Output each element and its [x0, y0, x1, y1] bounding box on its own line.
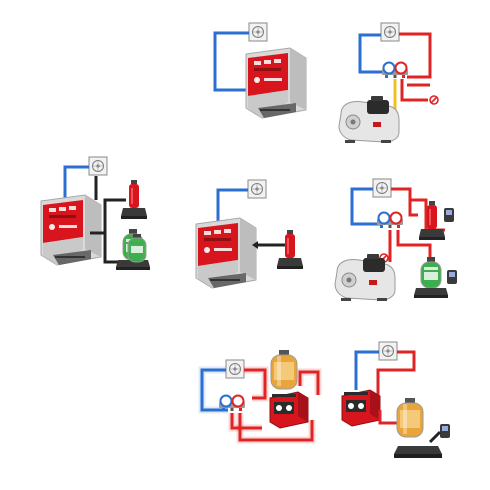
tank-hose [298, 370, 320, 395]
recovery-tank-icon [396, 397, 424, 438]
panel-recovery-scale [341, 341, 450, 458]
panel-recovery [198, 349, 322, 444]
suction-hose [213, 31, 249, 92]
outdoor-unit-icon [248, 22, 268, 42]
arrow-left-icon [252, 241, 258, 249]
panel-vacuum-evacuation [338, 22, 439, 144]
panel-ac-to-service-unit [213, 22, 307, 119]
return-hose [238, 413, 314, 442]
transfer-hose [230, 413, 262, 430]
refrigerant-bottle-icon [419, 201, 445, 240]
tank-hose [378, 410, 400, 425]
recovery-unit-icon [269, 391, 309, 429]
pressure-hose [391, 187, 418, 217]
scale-display-icon [440, 424, 450, 438]
pressure-hose [244, 368, 267, 400]
nitrogen-bottle-icon-2 [127, 234, 147, 263]
recovery-tank-icon [270, 349, 298, 390]
manifold-gauge-icon [381, 61, 409, 79]
panel-vacuum-and-charge [334, 178, 457, 302]
scale-icon [394, 446, 442, 458]
recovery-unit-icon [341, 389, 381, 427]
suction-hose [354, 350, 379, 390]
manifold-gauge-icon [376, 211, 404, 229]
suction-hose [200, 368, 228, 412]
no-entry-icon [429, 95, 439, 105]
suction-hose [63, 165, 89, 204]
refrigerant-bottle-icon [277, 230, 303, 269]
outdoor-unit-icon [380, 22, 400, 42]
panel-service-unit-bottle [195, 179, 303, 289]
pressure-hose [376, 350, 416, 395]
service-unit-icon [245, 47, 307, 119]
suction-hose [358, 33, 386, 74]
vacuum-pump-icon [338, 95, 400, 144]
outdoor-unit-icon [225, 359, 245, 379]
pressure-hose [400, 79, 428, 102]
scale-cable [428, 430, 442, 444]
scale-display-icon [447, 270, 457, 284]
bottle-hose-upper [90, 198, 126, 235]
scale-bottle-icon [413, 256, 449, 299]
panel-service-unit-two-bottles [40, 156, 151, 271]
outdoor-unit-icon [247, 179, 267, 199]
charge-hose [396, 230, 432, 262]
manifold-gauge-icon [218, 394, 246, 412]
service-unit-icon [40, 194, 102, 266]
suction-hose [216, 188, 248, 227]
suction-hose [350, 187, 381, 226]
outdoor-unit-icon [372, 178, 392, 198]
pressure-hose [399, 32, 432, 79]
bottle-hose-lower [103, 233, 120, 264]
service-unit-icon [195, 217, 257, 289]
outdoor-unit-icon [378, 341, 398, 361]
scale-display-icon [444, 208, 454, 222]
outdoor-unit-icon [88, 156, 108, 176]
